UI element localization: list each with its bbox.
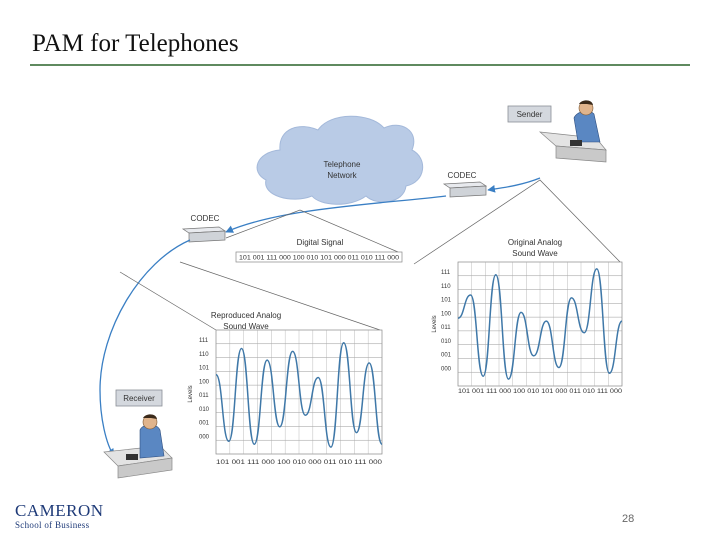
digital-signal-bits: 101 001 111 000 100 010 101 000 011 010 … xyxy=(239,256,400,262)
digital-signal-box xyxy=(235,251,403,263)
codec-receiver-front xyxy=(188,230,226,243)
level-tick-label: 111 xyxy=(199,338,209,344)
level-tick-label: 011 xyxy=(199,393,209,399)
level-tick-label: 101 xyxy=(441,298,452,304)
reproduced-bits: 101 001 111 000 100 010 000 011 010 111 … xyxy=(216,460,383,466)
level-tick-label: 110 xyxy=(199,352,209,358)
link-codec-to-receiver xyxy=(99,239,191,457)
original-title-line2: Sound Wave xyxy=(512,249,558,258)
reproduced-title-line2: Sound Wave xyxy=(223,322,269,331)
codec-sender-label: CODEC xyxy=(448,171,477,180)
level-tick-label: 001 xyxy=(441,353,452,359)
link-sender-to-codec xyxy=(487,177,541,193)
reproduced-wave-chart xyxy=(215,329,383,455)
receiver-box xyxy=(115,389,163,407)
level-tick-label: 110 xyxy=(441,284,451,290)
network-label-line1: Telephone xyxy=(324,160,361,169)
logo-line1: CAMERON xyxy=(15,501,104,520)
digital-signal-title: Digital Signal xyxy=(297,238,344,247)
reproduced-levels-label: Levels xyxy=(188,385,194,402)
reproduced-wave-line xyxy=(215,341,383,448)
level-tick-label: 010 xyxy=(441,339,452,345)
receiver-person-icon xyxy=(103,414,173,479)
sender-person-icon xyxy=(538,100,607,163)
cameron-logo: CAMERON School of Business xyxy=(15,502,104,531)
sender-label: Sender xyxy=(517,110,543,119)
sender-box xyxy=(507,105,552,123)
original-bits: 101 001 111 000 100 010 101 000 011 010 … xyxy=(458,389,623,395)
link-codec-to-codec xyxy=(225,195,447,233)
title-divider xyxy=(30,64,690,66)
slide-title: PAM for Telephones xyxy=(32,30,239,57)
page-number: 28 xyxy=(622,513,635,525)
level-tick-label: 011 xyxy=(441,325,451,331)
reproduced-title-line1: Reproduced Analog xyxy=(211,311,281,320)
reproduced-callout-right xyxy=(179,261,381,331)
logo-line2: School of Business xyxy=(15,520,90,530)
original-title-line1: Original Analog xyxy=(508,238,562,247)
digital-signal-callout xyxy=(225,209,399,253)
level-tick-label: 111 xyxy=(441,270,451,276)
reproduced-callout-left xyxy=(119,271,217,331)
original-wave-callout xyxy=(413,179,623,265)
level-tick-label: 100 xyxy=(441,311,452,317)
network-label-line2: Network xyxy=(327,171,357,180)
receiver-label: Receiver xyxy=(123,394,155,403)
original-wave-line xyxy=(457,268,623,380)
network-cloud xyxy=(256,115,423,205)
level-tick-label: 101 xyxy=(199,366,210,372)
level-tick-label: 001 xyxy=(199,421,210,427)
level-tick-label: 000 xyxy=(199,434,210,440)
level-tick-label: 010 xyxy=(199,407,210,413)
codec-sender-front xyxy=(449,185,487,198)
level-tick-label: 000 xyxy=(441,366,452,372)
level-tick-label: 100 xyxy=(199,379,210,385)
original-levels-label: Levels xyxy=(432,315,438,332)
codec-receiver-label: CODEC xyxy=(191,214,220,223)
original-wave-chart xyxy=(457,261,623,387)
